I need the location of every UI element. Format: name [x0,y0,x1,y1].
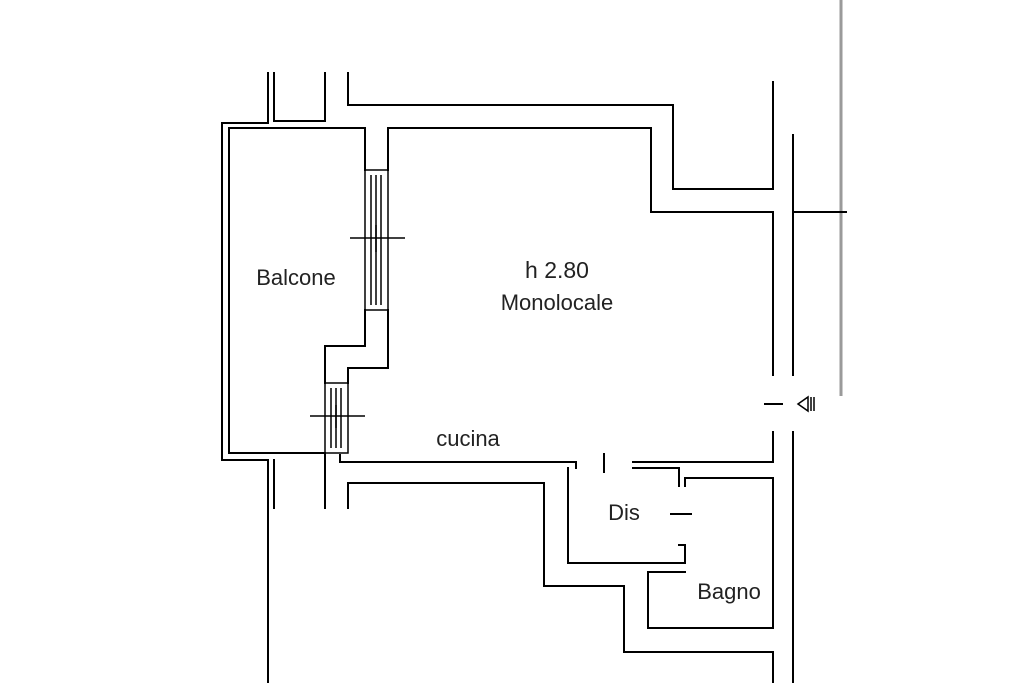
hallway-bathroom-walls [347,453,774,683]
lower-left-walls [267,452,349,683]
room-label-bagno: Bagno [697,579,761,604]
window-lower [310,382,365,454]
window-upper [350,169,405,311]
room-label-monolocale: Monolocale [501,290,614,315]
right-boundary [792,0,847,396]
room-label-balcone: Balcone [256,265,336,290]
entrance-arrow-icon [764,395,815,413]
room-label-cucina: cucina [436,426,500,451]
upper-left-walls [267,72,774,190]
room-label-dis: Dis [608,500,640,525]
main-room-walls [324,127,794,683]
height-label: h 2.80 [525,257,589,283]
balcony [221,122,366,461]
